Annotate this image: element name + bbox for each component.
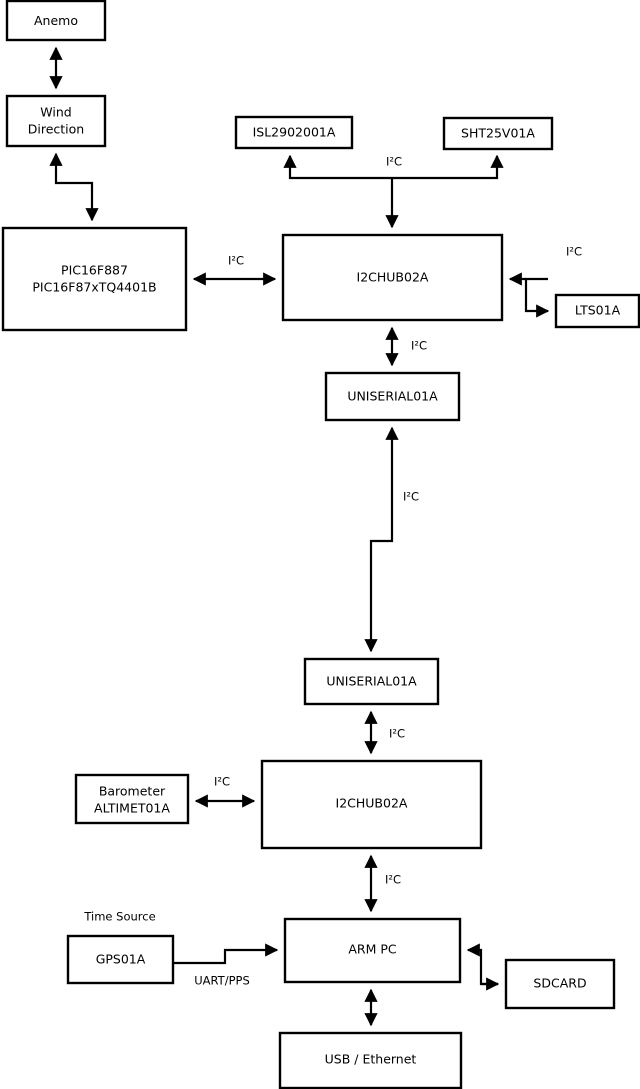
connector-i2chub-top-isl xyxy=(283,154,392,180)
free-label-layer: Time Source xyxy=(83,910,155,924)
node-label-wind-direction-line1: Wind xyxy=(40,105,71,120)
node-barometer-altimet01a[interactable]: Barometer ALTIMET01A xyxy=(74,773,190,825)
node-label-barometer-line1: Barometer xyxy=(99,784,166,799)
node-i2chub02a-bottom[interactable]: I2CHUB02A xyxy=(260,759,483,850)
node-label-wind-direction-line2: Direction xyxy=(28,122,84,137)
node-label-uniserial01a-upper: UNISERIAL01A xyxy=(347,389,438,404)
node-i2chub02a-top[interactable]: I2CHUB02A xyxy=(281,233,504,322)
connector-i2chub-top-sht xyxy=(392,154,504,180)
node-wind-direction[interactable]: Wind Direction xyxy=(5,94,107,148)
label-time-source: Time Source xyxy=(83,910,155,924)
node-anemo[interactable]: Anemo xyxy=(5,0,107,42)
node-uniserial01a-upper[interactable]: UNISERIAL01A xyxy=(324,371,461,422)
node-gps01a[interactable]: GPS01A xyxy=(66,934,175,985)
node-label-anemo: Anemo xyxy=(34,13,78,28)
node-label-pic-line1: PIC16F887 xyxy=(61,263,128,278)
connector-gps-arm-pc xyxy=(173,943,279,965)
node-sdcard[interactable]: SDCARD xyxy=(504,958,616,1010)
edge-label-gps-arm-pc: UART/PPS xyxy=(194,974,250,988)
connector-pic-wind-direction xyxy=(49,152,99,222)
node-label-usb-ethernet: USB / Ethernet xyxy=(325,1052,417,1067)
node-label-sht25v01a: SHT25V01A xyxy=(461,126,535,141)
node-label-lts01a: LTS01A xyxy=(575,303,621,318)
node-label-uniserial01a-lower: UNISERIAL01A xyxy=(326,674,417,689)
edge-label-uniserial-upper-lower: I²C xyxy=(403,490,419,504)
node-label-pic-line2: PIC16F87xTQ4401B xyxy=(32,280,156,295)
node-label-barometer-line2: ALTIMET01A xyxy=(94,801,170,816)
node-label-arm-pc: ARM PC xyxy=(348,942,397,957)
connector-arm-pc-sdcard-out xyxy=(466,943,498,986)
node-pic16f887[interactable]: PIC16F887 PIC16F87xTQ4401B xyxy=(1,226,188,332)
node-label-sdcard: SDCARD xyxy=(533,976,586,991)
node-arm-pc[interactable]: ARM PC xyxy=(283,917,462,984)
edge-label-i2chub-top-lts: I²C xyxy=(566,245,582,259)
edge-label-i2chub-top-sensors: I²C xyxy=(386,155,402,169)
node-sht25v01a[interactable]: SHT25V01A xyxy=(442,116,554,151)
edge-label-i2chub-top-uniserial-upper: I²C xyxy=(411,339,427,353)
node-lts01a[interactable]: LTS01A xyxy=(554,293,640,329)
node-label-isl2902001a: ISL2902001A xyxy=(253,125,336,140)
node-uniserial01a-lower[interactable]: UNISERIAL01A xyxy=(303,657,440,706)
connector-uniserial-upper-lower xyxy=(364,426,399,653)
edge-label-barometer-i2chub-bottom: I²C xyxy=(214,775,230,789)
node-label-i2chub02a-bottom: I2CHUB02A xyxy=(336,796,408,811)
node-label-i2chub02a-top: I2CHUB02A xyxy=(357,270,429,285)
node-isl2902001a[interactable]: ISL2902001A xyxy=(234,115,354,150)
connector-layer xyxy=(49,46,550,1027)
edge-label-i2chub-bottom-arm-pc: I²C xyxy=(385,873,401,887)
edge-label-layer: I²C I²C I²C I²C I²C I²C I²C I²C UART/PPS xyxy=(194,155,582,988)
node-label-gps01a: GPS01A xyxy=(96,952,146,967)
node-usb-ethernet[interactable]: USB / Ethernet xyxy=(278,1031,463,1089)
edge-label-pic-i2chub-top: I²C xyxy=(228,254,244,268)
edge-label-uniserial-lower-i2chub-bottom: I²C xyxy=(389,727,405,741)
connector-i2chub-top-lts-in xyxy=(524,277,550,318)
